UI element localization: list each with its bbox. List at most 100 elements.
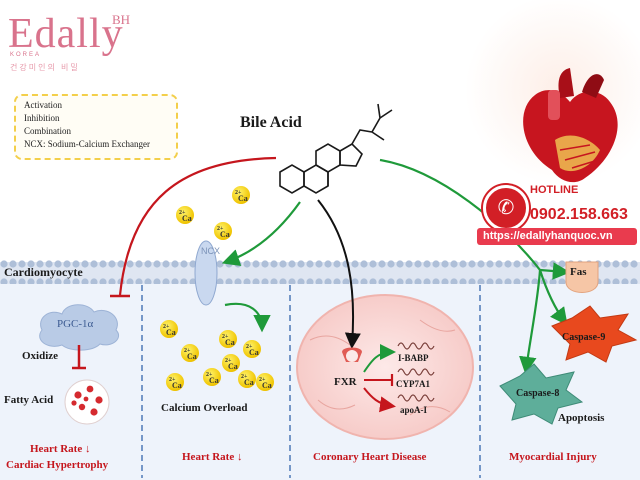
oxidize-label: Oxidize — [22, 350, 59, 362]
membrane-bead — [180, 278, 188, 286]
membrane-bead — [549, 278, 557, 286]
membrane-bead — [162, 260, 170, 268]
membrane-band — [0, 262, 640, 284]
membrane-bead — [522, 278, 530, 286]
membrane-bead — [108, 260, 116, 268]
membrane-bead — [450, 278, 458, 286]
membrane-bead — [612, 260, 620, 268]
membrane-bead — [405, 278, 413, 286]
membrane-bead — [18, 260, 26, 268]
membrane-bead — [396, 278, 404, 286]
membrane-bead — [540, 260, 548, 268]
membrane-bead — [225, 278, 233, 286]
legend-inhibition-label: Inhibition — [24, 113, 60, 123]
membrane-bead — [90, 278, 98, 286]
brand-superscript: BH — [112, 12, 131, 27]
caspase8-label: Caspase-8 — [516, 388, 560, 399]
fxr-label: FXR — [334, 376, 357, 388]
phone-icon[interactable]: ✆ — [483, 185, 529, 231]
outcome-heart-rate-2: Heart Rate ↓ — [182, 451, 243, 463]
caspase9-star — [551, 305, 638, 363]
membrane-bead — [108, 278, 116, 286]
membrane-bead — [486, 260, 494, 268]
membrane-bead — [360, 278, 368, 286]
membrane-bead — [549, 260, 557, 268]
membrane-bead — [486, 278, 494, 286]
membrane-bead — [360, 260, 368, 268]
fas-label: Fas — [570, 266, 587, 278]
membrane-bead — [297, 260, 305, 268]
membrane-bead — [72, 260, 80, 268]
membrane-bead — [522, 260, 530, 268]
membrane-bead — [396, 260, 404, 268]
ncx-label: NCX — [201, 246, 221, 256]
membrane-bead — [495, 278, 503, 286]
membrane-bead — [63, 278, 71, 286]
membrane-bead — [252, 260, 260, 268]
membrane-bead — [243, 278, 251, 286]
membrane-bead — [171, 278, 179, 286]
membrane-bead — [603, 278, 611, 286]
membrane-bead — [288, 260, 296, 268]
membrane-bead — [99, 260, 107, 268]
caspase8-star — [499, 363, 584, 425]
brand-name: Edally — [8, 11, 124, 57]
combination-arrow-fxr — [317, 199, 361, 349]
membrane-bead — [387, 260, 395, 268]
membrane-bead — [144, 260, 152, 268]
membrane-bead — [234, 278, 242, 286]
membrane-bead — [135, 260, 143, 268]
membrane-bead — [243, 260, 251, 268]
bile-acid-title: Bile Acid — [240, 114, 302, 131]
membrane-bead — [36, 260, 44, 268]
outcome-coronary-heart-disease: Coronary Heart Disease — [313, 451, 427, 463]
activation-arrow-caspase9 — [538, 269, 568, 326]
activation-arrow-fas — [539, 262, 571, 280]
membrane-bead — [171, 260, 179, 268]
legend-ncx-label: NCX: Sodium-Calcium Exchanger — [24, 139, 150, 149]
outcome-heart-rate-1: Heart Rate ↓ — [30, 443, 91, 455]
membrane-bead — [45, 260, 53, 268]
membrane-bead — [378, 278, 386, 286]
membrane-bead — [441, 260, 449, 268]
website-bar[interactable] — [477, 228, 637, 245]
activation-arrow-trunk — [379, 158, 541, 271]
nucleus-oval — [296, 294, 474, 440]
membrane-bead — [126, 278, 134, 286]
membrane-bead — [342, 278, 350, 286]
membrane-bead — [90, 260, 98, 268]
membrane-bead — [414, 260, 422, 268]
hotline-phone[interactable]: 0902.158.663 — [530, 206, 628, 223]
membrane-bead — [261, 260, 269, 268]
gene-cyp7a1: CYP7A1 — [396, 379, 430, 389]
membrane-bead — [144, 278, 152, 286]
membrane-bead — [513, 278, 521, 286]
membrane-bead — [117, 260, 125, 268]
membrane-bead — [261, 278, 269, 286]
website-link[interactable]: https://edallyhanquoc.vn — [483, 230, 613, 242]
membrane-bead — [270, 278, 278, 286]
fxr-apo — [363, 387, 396, 413]
membrane-bead — [216, 260, 224, 268]
membrane-bead — [450, 260, 458, 268]
membrane-bead — [513, 260, 521, 268]
membrane-bead — [333, 260, 341, 268]
legend-combination-label: Combination — [24, 126, 71, 136]
fatty-acid-label: Fatty Acid — [4, 394, 54, 406]
pgc-cloud — [39, 304, 120, 351]
bile-acid-structure — [279, 103, 393, 194]
membrane-bead — [351, 278, 359, 286]
membrane-bead — [27, 260, 35, 268]
inhibition-arrow-pgc — [118, 156, 277, 296]
membrane-bead — [0, 278, 8, 286]
membrane-bead — [432, 278, 440, 286]
fatty-acid-dots — [71, 385, 103, 416]
membrane-bead — [468, 260, 476, 268]
membrane-bead — [279, 260, 287, 268]
membrane-bead — [279, 278, 287, 286]
pgc-label: PGC-1α — [57, 318, 94, 330]
